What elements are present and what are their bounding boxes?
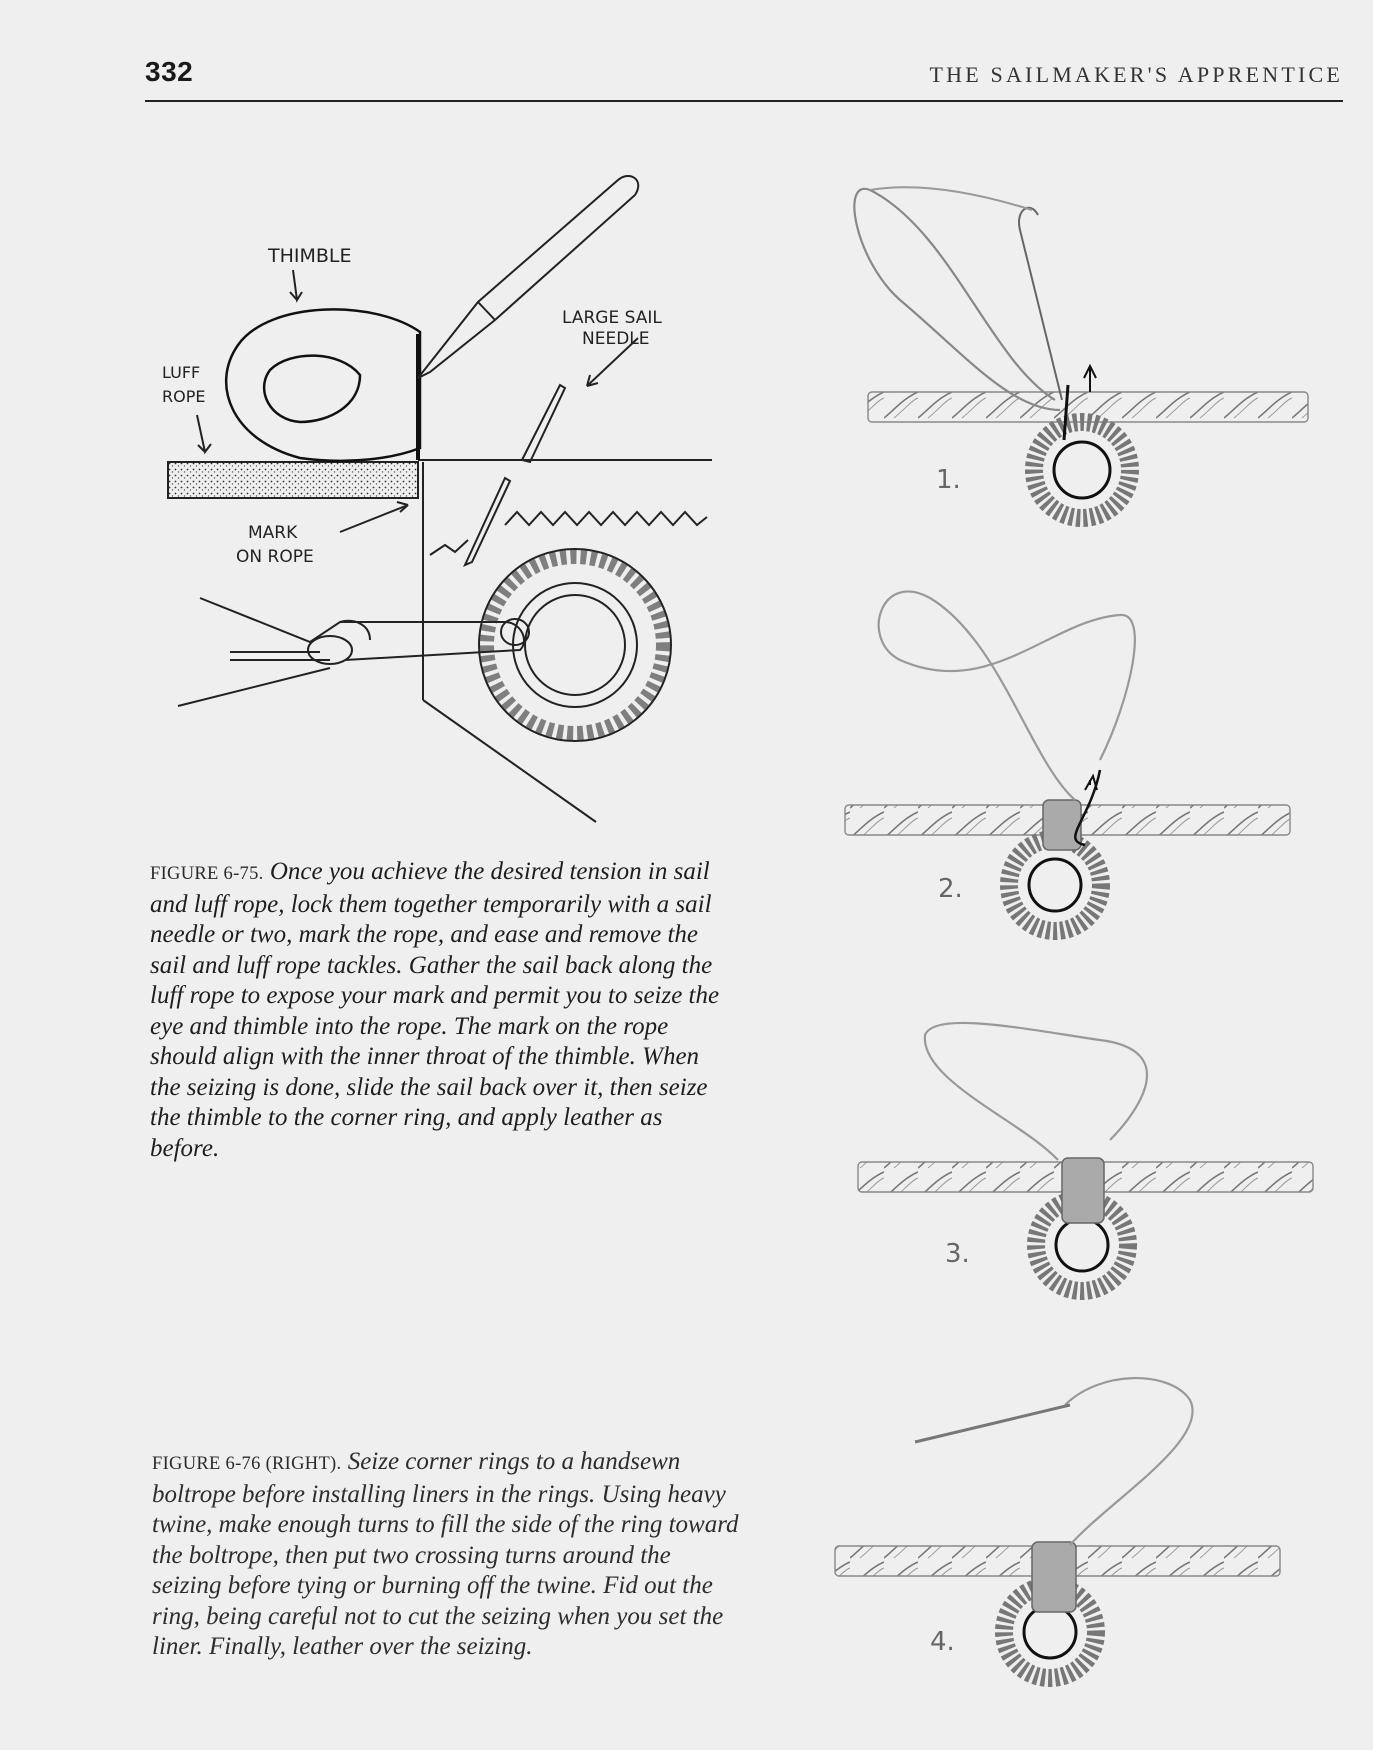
label-luff-rope-1: LUFF <box>162 363 200 382</box>
figure-6-76-caption: FIGURE 6-76 (RIGHT). Seize corner rings … <box>152 1447 742 1663</box>
figure-6-76-label: FIGURE 6-76 (RIGHT). <box>152 1454 342 1474</box>
stitch-start <box>429 539 469 556</box>
label-mark-on-rope-1: MARK <box>248 523 298 543</box>
step-3-drawing <box>857 1021 1314 1300</box>
figure-6-76-text: Seize corner rings to a handsewn boltrop… <box>152 1448 739 1660</box>
step-1-drawing <box>853 186 1309 527</box>
label-mark-on-rope-2: ON ROPE <box>236 547 314 567</box>
thimble-shape <box>224 308 422 463</box>
running-head: THE SAILMAKER'S APPRENTICE <box>929 62 1343 87</box>
sail-outline <box>418 459 712 823</box>
fid-shape <box>417 175 640 379</box>
luff-rope-shape <box>167 461 419 499</box>
figure-6-75-label: FIGURE 6-75. <box>150 864 264 884</box>
tackle-lines <box>177 597 530 707</box>
step-1-label: 1. <box>936 465 961 495</box>
pointer-arrows <box>196 269 639 533</box>
label-luff-rope-2: ROPE <box>162 387 205 406</box>
step-2-label: 2. <box>938 874 963 904</box>
sail-needle-shape <box>463 383 567 567</box>
step-2-drawing <box>844 590 1291 940</box>
label-large-sail-needle-2: NEEDLE <box>582 329 650 349</box>
header-rule <box>145 100 1343 102</box>
figure-6-75-text: Once you achieve the desired tension in … <box>150 858 720 1162</box>
page-number: 332 <box>145 56 194 87</box>
label-thimble: THIMBLE <box>267 245 352 267</box>
step-4-label: 4. <box>930 1627 955 1657</box>
corner-ring-shape <box>478 548 672 742</box>
zigzag-stitching <box>504 510 708 527</box>
figure-6-75-caption: FIGURE 6-75. Once you achieve the desire… <box>150 857 730 1164</box>
step-4-drawing <box>834 1377 1281 1687</box>
step-3-label: 3. <box>945 1239 970 1269</box>
label-large-sail-needle-1: LARGE SAIL <box>562 308 662 328</box>
